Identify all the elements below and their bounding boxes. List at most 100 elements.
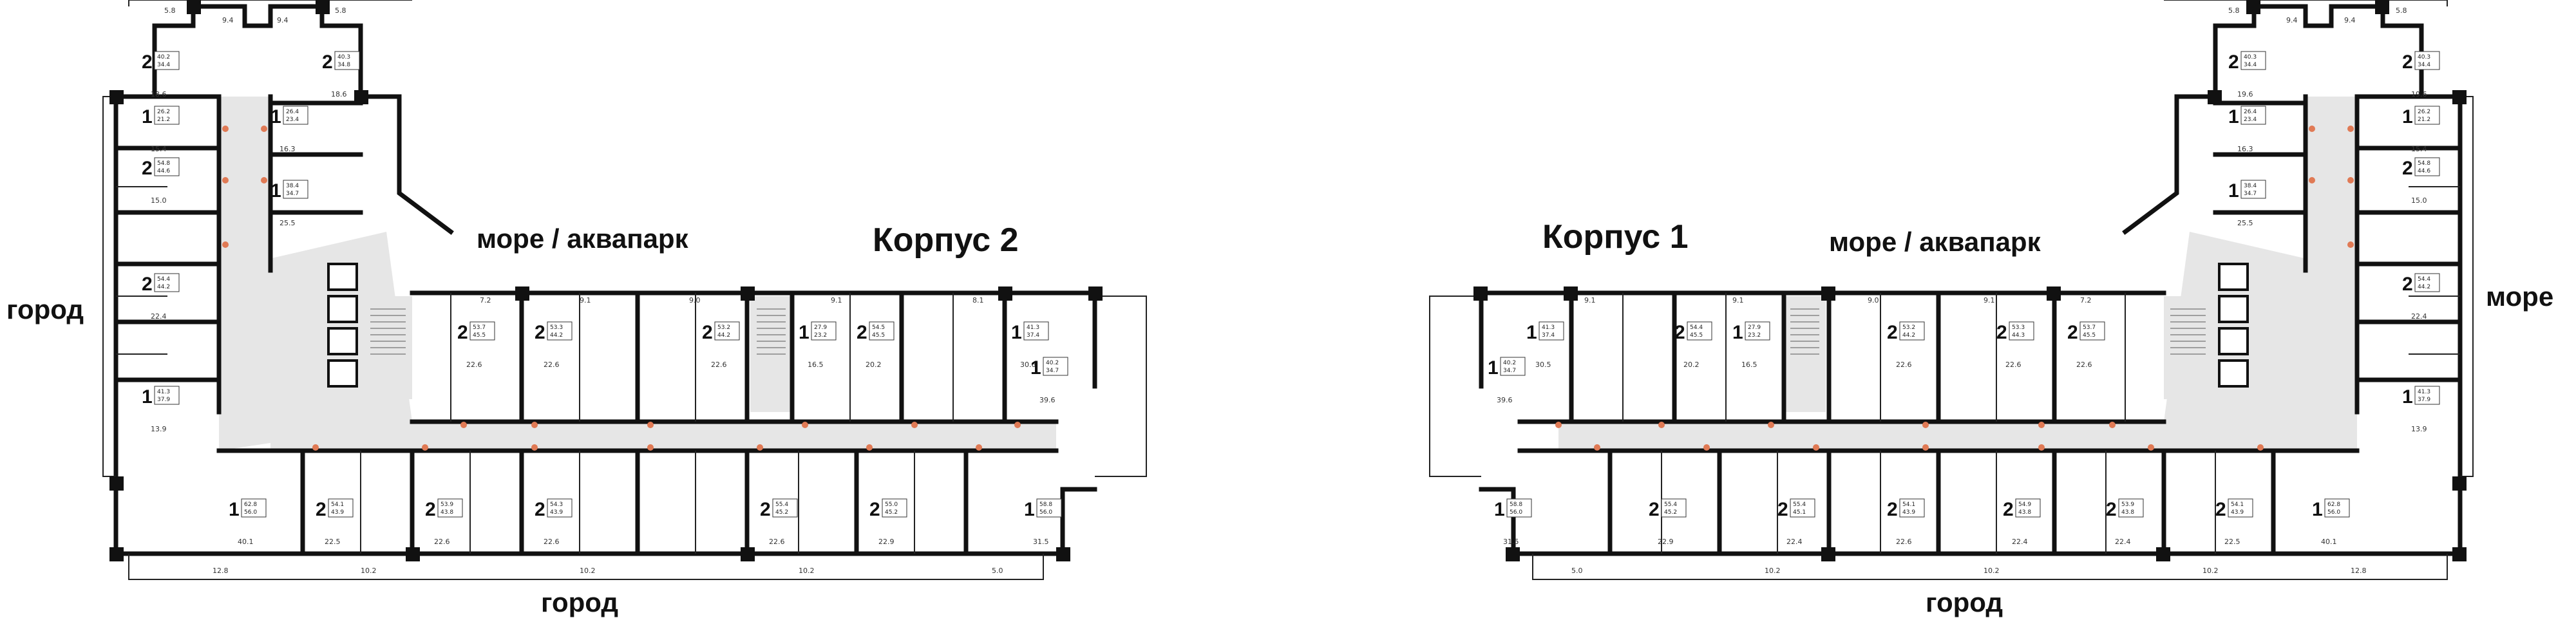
apartment-rooms: 1: [2228, 180, 2239, 202]
dividers-b1-bottom: [1607, 448, 2276, 556]
apartment-living-area: 43.9: [331, 509, 344, 516]
svg-text:9.4: 9.4: [2286, 16, 2298, 24]
apartment-badge-box: [1500, 357, 1526, 376]
apartment-total-area: 40.2: [1046, 360, 1059, 366]
apartment-rooms: 2: [2215, 499, 2226, 520]
apartment-badge-box: [154, 273, 180, 292]
apartment-rooms: 2: [425, 499, 436, 520]
label-city-bottom-left: город: [541, 587, 618, 617]
room-area: 22.9: [1658, 538, 1674, 546]
apartment-rooms: 1: [1732, 322, 1743, 343]
svg-text:12.8: 12.8: [2351, 567, 2367, 575]
apartment-total-area: 53.9: [2121, 502, 2134, 508]
apartment-badge-box: [328, 498, 354, 518]
room-area: 15.0: [151, 196, 167, 205]
apartment-total-area: 54.3: [550, 502, 563, 508]
apartment-living-area: 44.3: [2012, 332, 2025, 339]
apartment-living-area: 34.7: [286, 191, 299, 197]
apartment-rooms: 1: [270, 180, 281, 202]
apartment-rooms: 1: [1494, 499, 1505, 520]
svg-text:9.0: 9.0: [689, 296, 701, 305]
apartment-badge-box: [2240, 51, 2266, 70]
apartment-rooms: 2: [1674, 322, 1685, 343]
apartment-living-area: 43.9: [550, 509, 563, 516]
apartment-living-area: 44.6: [2418, 168, 2430, 174]
apartment-total-area: 54.4: [1690, 324, 1703, 331]
apartment-badge-box: [469, 321, 495, 341]
balcony-b1-bottom: [1532, 554, 2448, 580]
apartment-badge-box: [154, 157, 180, 176]
apartment-living-area: 45.5: [1690, 332, 1703, 339]
room-area: 15.0: [2411, 196, 2427, 205]
apartment-total-area: 38.4: [2244, 183, 2257, 189]
svg-text:5.8: 5.8: [2228, 6, 2240, 15]
svg-text:9.4: 9.4: [2344, 16, 2356, 24]
apartment-living-area: 34.8: [337, 62, 350, 68]
room-area: 22.6: [2005, 361, 2022, 369]
apartment-badge-box: [2240, 180, 2266, 199]
apartment-living-area: 43.8: [440, 509, 453, 516]
apartment-badge-box: [1899, 498, 1925, 518]
apartment-badge-box: [1506, 498, 1532, 518]
apartment-living-area: 44.2: [717, 332, 730, 339]
apartment-total-area: 55.4: [775, 502, 788, 508]
building-1-plan: [1429, 0, 2474, 580]
svg-text:9.1: 9.1: [1732, 296, 1744, 305]
apartment-badge-box: [241, 498, 267, 518]
apartment-living-area: 44.6: [157, 168, 170, 174]
apartment-rooms: 2: [760, 499, 771, 520]
svg-text:9.1: 9.1: [1984, 296, 1995, 305]
room-area: 31.5: [1033, 538, 1049, 546]
apartment-rooms: 2: [857, 322, 867, 343]
room-area: 22.6: [1896, 538, 1912, 546]
apartment-badge-box: [2228, 498, 2253, 518]
apartment-living-area: 45.5: [473, 332, 486, 339]
label-sea-park-left: море / аквапарк: [477, 223, 689, 254]
apartment-rooms: 2: [322, 52, 333, 73]
apartment-badge-box: [283, 180, 308, 199]
apartment-rooms: 1: [1024, 499, 1035, 520]
dividers-b2-top: [450, 290, 1007, 424]
apartment-rooms: 2: [2106, 499, 2117, 520]
apartment-total-area: 58.8: [1510, 502, 1522, 508]
svg-text:9.4: 9.4: [277, 16, 289, 24]
columns-b1: [1473, 0, 2467, 561]
apartment-badge-box: [154, 51, 180, 70]
apartment-living-area: 23.4: [2244, 117, 2257, 123]
apartment-rooms: 2: [2402, 274, 2413, 295]
room-area: 22.6: [2076, 361, 2092, 369]
apartment-rooms: 1: [2402, 106, 2413, 127]
apartment-living-area: 43.8: [2018, 509, 2031, 516]
apartment-rooms: 2: [142, 274, 153, 295]
apartment-living-area: 37.4: [1542, 332, 1555, 339]
apartment-rooms: 1: [2312, 499, 2323, 520]
label-city-left: город: [6, 294, 84, 324]
dividers-b1-top: [1569, 290, 2126, 424]
apartment-living-area: 37.4: [1027, 332, 1039, 339]
apartment-badge-box: [283, 106, 308, 125]
room-area: 22.4: [151, 312, 167, 321]
apartment-rooms: 2: [2228, 52, 2239, 73]
apartment-badge-box: [2079, 321, 2105, 341]
apartment-total-area: 54.4: [2418, 276, 2430, 283]
apartment-living-area: 43.9: [1902, 509, 1915, 516]
apartment-rooms: 2: [1996, 322, 2007, 343]
svg-text:10.2: 10.2: [1984, 567, 2000, 575]
room-area: 22.6: [544, 538, 560, 546]
balcony-b1-top: [2164, 0, 2448, 6]
room-area: 22.6: [1896, 361, 1912, 369]
svg-text:5.8: 5.8: [164, 6, 176, 15]
apartment-total-area: 53.9: [440, 502, 453, 508]
